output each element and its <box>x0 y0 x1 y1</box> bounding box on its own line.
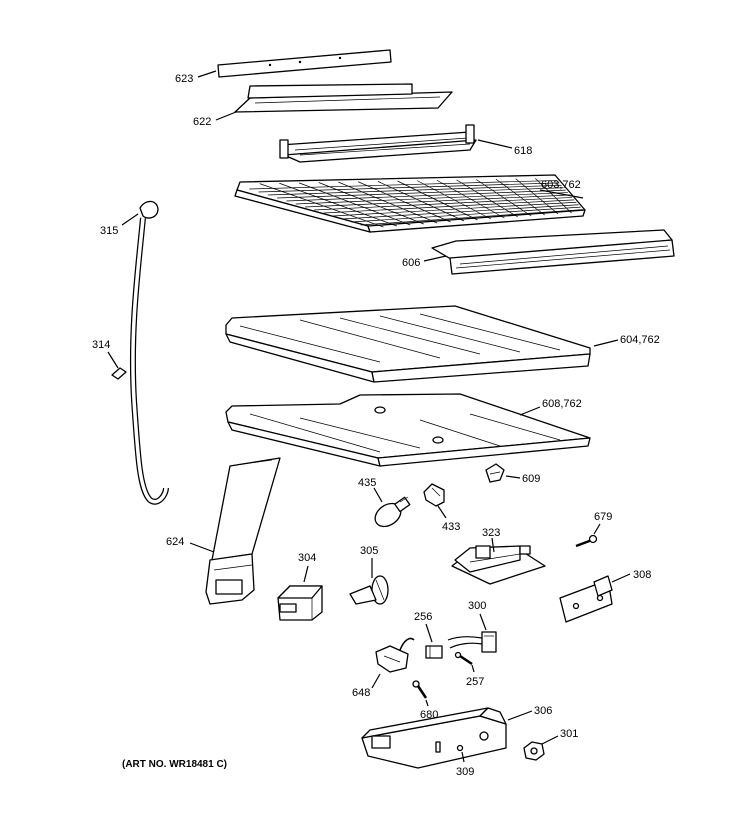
hatch-line <box>295 192 568 205</box>
hatch-line <box>258 182 560 193</box>
label-314: 314 <box>92 339 110 351</box>
label-306: 306 <box>534 705 552 717</box>
part-648-relay <box>375 637 415 673</box>
label-622: 622 <box>193 116 211 128</box>
hatch-line <box>299 417 421 449</box>
part-257-screw <box>454 651 473 666</box>
part-622-bracket <box>234 83 453 113</box>
part-603-shelf <box>234 174 586 233</box>
label-301: 301 <box>560 728 578 740</box>
hatch-line <box>377 181 465 222</box>
label-256: 256 <box>414 611 432 623</box>
part-305-knob <box>349 575 389 605</box>
hatch-line <box>419 419 501 447</box>
part-323-control <box>451 545 546 585</box>
part-680-screw <box>412 680 428 699</box>
part-304-box <box>277 585 323 621</box>
hatch-line <box>476 179 532 217</box>
hatch-line <box>259 183 384 228</box>
label-435: 435 <box>358 477 376 489</box>
part-300-wired-part <box>447 631 497 653</box>
hatch-line <box>277 187 564 199</box>
part-618-frame <box>279 124 477 163</box>
hatch-line <box>239 325 381 363</box>
hatch-line <box>379 315 521 353</box>
hatch-line <box>469 413 561 441</box>
label-679: 679 <box>594 511 612 523</box>
hatch-line <box>286 189 566 202</box>
part-301-nut <box>523 741 545 761</box>
part-435-bulb <box>374 496 411 528</box>
part-606-rail <box>431 229 675 275</box>
label-623: 623 <box>175 73 193 85</box>
label-304: 304 <box>298 552 316 564</box>
label-308: 308 <box>633 569 651 581</box>
hatch-line <box>279 182 397 227</box>
hatch-line <box>314 197 573 211</box>
hatch-line <box>495 178 545 216</box>
part-315-tube <box>129 200 169 505</box>
label-608-762: 608,762 <box>542 398 582 410</box>
label-315: 315 <box>100 225 118 237</box>
part-609-clip <box>485 463 505 483</box>
hatch-line <box>419 313 561 351</box>
part-679-screw <box>575 534 598 548</box>
label-609: 609 <box>522 473 540 485</box>
hatch-line <box>436 179 505 219</box>
hatch-line <box>339 317 481 355</box>
label-305: 305 <box>360 545 378 557</box>
label-603-762: 603,762 <box>541 179 581 191</box>
hatch-line <box>456 179 518 218</box>
hatch-line <box>357 181 451 223</box>
part-623-strip <box>217 49 392 78</box>
hatch-line <box>249 180 558 190</box>
part-624-housing <box>205 457 281 605</box>
label-300: 300 <box>468 600 486 612</box>
part-604-shelf <box>225 305 591 383</box>
hatch-line <box>299 319 441 359</box>
label-618: 618 <box>514 145 532 157</box>
art-number: (ART NO. WR18481 C) <box>122 759 227 770</box>
part-608-tray <box>225 393 591 467</box>
label-648: 648 <box>352 687 370 699</box>
hatch-line <box>535 178 572 214</box>
hatch-line <box>318 182 424 225</box>
hatch-line <box>249 413 381 453</box>
hatch-line <box>338 181 438 224</box>
hatch-line <box>267 184 562 196</box>
part-306-base-bracket <box>361 707 507 769</box>
label-604-762: 604,762 <box>620 334 660 346</box>
label-624: 624 <box>166 536 184 548</box>
label-309: 309 <box>456 766 474 778</box>
part-256-switch <box>425 645 443 659</box>
part-308-bracket <box>559 575 613 623</box>
hatch-line <box>397 180 478 221</box>
hatch-line <box>515 178 559 215</box>
label-323: 323 <box>482 527 500 539</box>
hatch-line <box>417 180 492 220</box>
part-314-clip <box>111 367 127 380</box>
label-433: 433 <box>442 521 460 533</box>
label-606: 606 <box>402 257 420 269</box>
part-433-socket <box>423 483 445 507</box>
hatch-line <box>298 182 411 226</box>
hatch-line <box>304 194 571 208</box>
label-257: 257 <box>466 676 484 688</box>
